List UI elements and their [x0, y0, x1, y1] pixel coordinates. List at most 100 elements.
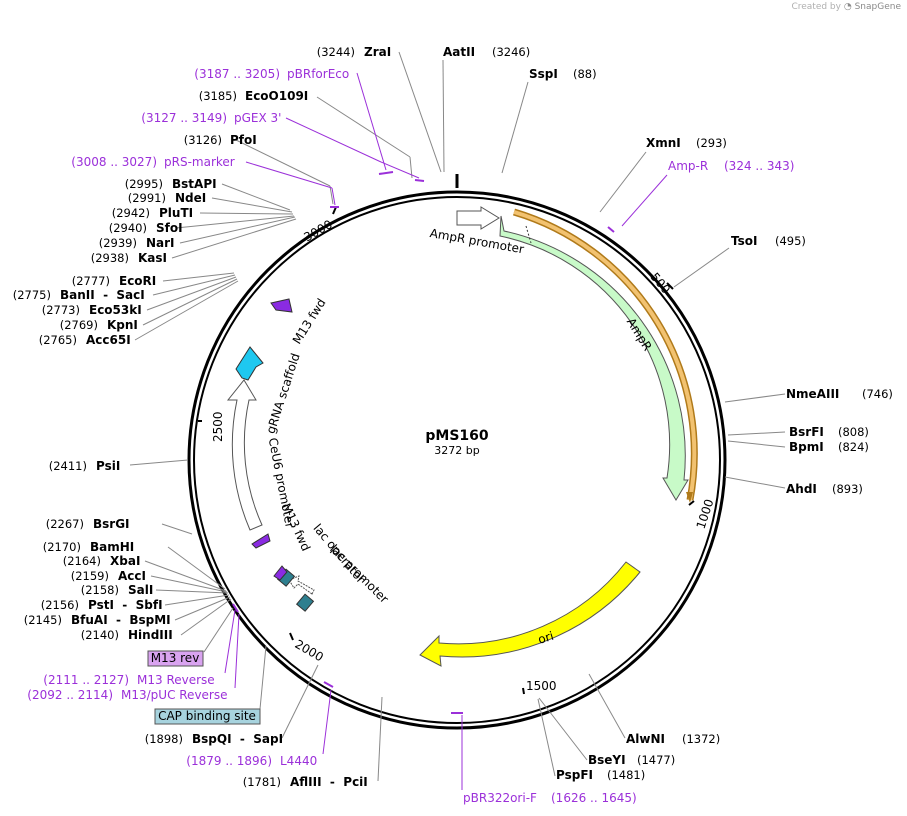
m13-fwd-arrow-2[interactable] — [270, 298, 293, 313]
svg-text:BseYI: BseYI — [588, 753, 626, 767]
svg-text:(2773): (2773) — [42, 303, 80, 317]
site-bsrgi[interactable]: (2267) BsrGI — [46, 517, 130, 531]
svg-text:L4440: L4440 — [280, 754, 317, 768]
primer-m13-puc-reverse[interactable]: (2092 .. 2114) M13/pUC Reverse — [27, 688, 227, 702]
site-acci[interactable]: (2159) AccI — [71, 569, 146, 583]
primer-pbr322ori-f[interactable]: pBR322ori-F (1626 .. 1645) — [463, 791, 637, 805]
primer-pgex3[interactable]: (3127 .. 3149) pGEX 3' — [141, 111, 281, 125]
site-psii[interactable]: (2411) PsiI — [49, 459, 121, 473]
site-tsoi[interactable]: TsoI (495) — [731, 234, 806, 248]
site-kpni[interactable]: (2769) KpnI — [60, 318, 138, 332]
site-bamhi[interactable]: (2170) BamHI — [43, 540, 135, 554]
m13-rev-box[interactable]: M13 rev — [147, 650, 204, 667]
site-bstapi[interactable]: (2995) BstAPI — [125, 177, 217, 191]
site-acc65i[interactable]: (2765) Acc65I — [39, 333, 131, 347]
svg-text:TsoI: TsoI — [731, 234, 757, 248]
site-aatii[interactable]: AatII (3246) — [443, 45, 530, 59]
primer-amp-r[interactable]: Amp-R (324 .. 343) — [668, 159, 794, 173]
svg-text:(1626 .. 1645): (1626 .. 1645) — [551, 791, 637, 805]
primer-l4440[interactable]: (1879 .. 1896) L4440 — [186, 754, 317, 768]
site-sspi[interactable]: SspI (88) — [529, 67, 597, 81]
primer-prs-marker[interactable]: (3008 .. 3027) pRS-marker — [71, 155, 234, 169]
cap-binding-site-box[interactable]: CAP binding site — [154, 708, 261, 725]
site-nmeaiii[interactable]: NmeAIII (746) — [786, 387, 893, 401]
svg-text:(3127 .. 3149): (3127 .. 3149) — [141, 111, 227, 125]
site-bfuai-bspmi[interactable]: (2145) BfuAI - BspMI — [24, 613, 171, 627]
primer-pbrforeco[interactable]: (3187 .. 3205) pBRforEco — [194, 67, 349, 81]
svg-text:ZraI: ZraI — [364, 45, 391, 59]
site-ecoo109i[interactable]: (3185) EcoO109I — [199, 89, 309, 103]
site-pfoi[interactable]: (3126) PfoI — [184, 133, 257, 147]
plasmid-name: pMS160 — [425, 428, 489, 444]
backbone-outer — [187, 190, 727, 730]
ori-label: ori — [536, 629, 555, 647]
ori-arrow[interactable] — [419, 561, 641, 667]
svg-text:BpmI: BpmI — [789, 440, 824, 454]
svg-text:BsrGI: BsrGI — [93, 517, 130, 531]
svg-text:PspFI: PspFI — [556, 768, 593, 782]
ceu6-promoter-arrow[interactable] — [226, 379, 263, 531]
svg-text:(2769): (2769) — [60, 318, 98, 332]
site-bsrfi[interactable]: BsrFI (808) — [789, 425, 869, 439]
site-nari[interactable]: (2939) NarI — [99, 236, 175, 250]
m13-fwd-arrow-1[interactable] — [251, 533, 271, 549]
grna-scaffold-arrow[interactable] — [235, 346, 264, 381]
site-pspfi[interactable]: PspFI (1481) — [556, 768, 645, 782]
backbone-inner — [193, 196, 721, 724]
svg-text:(2267): (2267) — [46, 517, 84, 531]
svg-text:(3126): (3126) — [184, 133, 222, 147]
svg-text:(1781): (1781) — [243, 775, 281, 789]
site-sfoi[interactable]: (2940) SfoI — [109, 221, 183, 235]
svg-text:BsrFI: BsrFI — [789, 425, 824, 439]
site-ahdi[interactable]: AhdI (893) — [786, 482, 863, 496]
tick-label-1500: 1500 — [526, 679, 557, 693]
primer-m13-reverse[interactable]: (2111 .. 2127) M13 Reverse — [43, 673, 214, 687]
site-bspqi-sapi[interactable]: (1898) BspQI - SapI — [145, 732, 283, 746]
site-banii-saci[interactable]: (2775) BanII - SacI — [13, 288, 145, 302]
lac-promoter-arrow[interactable] — [288, 575, 315, 595]
svg-text:(2411): (2411) — [49, 459, 87, 473]
ampr-outline-arrowhead — [686, 492, 693, 503]
ampr-arrow[interactable] — [499, 215, 689, 501]
site-kasi[interactable]: (2938) KasI — [91, 251, 167, 265]
svg-text:(746): (746) — [862, 387, 893, 401]
m13-fwd-arrow-near-lac[interactable] — [273, 565, 288, 581]
svg-text:PfoI: PfoI — [230, 133, 257, 147]
svg-text:Amp-R: Amp-R — [668, 159, 708, 173]
primer-connectors — [224, 72, 668, 790]
svg-text:PluTI: PluTI — [159, 206, 193, 220]
svg-text:SalI: SalI — [128, 583, 153, 597]
site-xmni[interactable]: XmnI (293) — [646, 136, 727, 150]
site-pluti[interactable]: (2942) PluTI — [112, 206, 193, 220]
site-eco53ki[interactable]: (2773) Eco53kI — [42, 303, 142, 317]
svg-text:pBRforEco: pBRforEco — [287, 67, 349, 81]
site-ndei[interactable]: (2991) NdeI — [128, 191, 207, 205]
grna-label: gRNA scaffold — [264, 351, 303, 435]
site-hindiii[interactable]: (2140) HindIII — [81, 628, 173, 642]
svg-text:KasI: KasI — [138, 251, 167, 265]
svg-text:AatII: AatII — [443, 45, 475, 59]
svg-text:NdeI: NdeI — [175, 191, 206, 205]
svg-text:(3185): (3185) — [199, 89, 237, 103]
svg-text:(808): (808) — [838, 425, 869, 439]
site-alwni[interactable]: AlwNI (1372) — [626, 732, 720, 746]
site-zrai[interactable]: (3244) ZraI — [317, 45, 391, 59]
svg-text:EcoO109I: EcoO109I — [245, 89, 308, 103]
svg-text:NmeAIII: NmeAIII — [786, 387, 839, 401]
svg-text:(2940): (2940) — [109, 221, 147, 235]
svg-text:(2164): (2164) — [63, 554, 101, 568]
site-bseyi[interactable]: BseYI (1477) — [588, 753, 675, 767]
svg-text:(824): (824) — [838, 440, 869, 454]
site-afliii-pcii[interactable]: (1781) AflIII - PciI — [243, 775, 368, 789]
tick-label-2000: 2000 — [292, 637, 325, 664]
lac-operator-box-1[interactable] — [295, 593, 315, 612]
site-ecori[interactable]: (2777) EcoRI — [72, 274, 157, 288]
svg-text:(2111 .. 2127): (2111 .. 2127) — [43, 673, 129, 687]
site-bpmi[interactable]: BpmI (824) — [789, 440, 869, 454]
site-sali[interactable]: (2158) SalI — [81, 583, 154, 597]
ampr-promoter-arrow[interactable] — [456, 206, 500, 230]
site-psti-sbfi[interactable]: (2156) PstI - SbfI — [41, 598, 163, 612]
site-xbai[interactable]: (2164) XbaI — [63, 554, 141, 568]
svg-text:(1477): (1477) — [637, 753, 675, 767]
